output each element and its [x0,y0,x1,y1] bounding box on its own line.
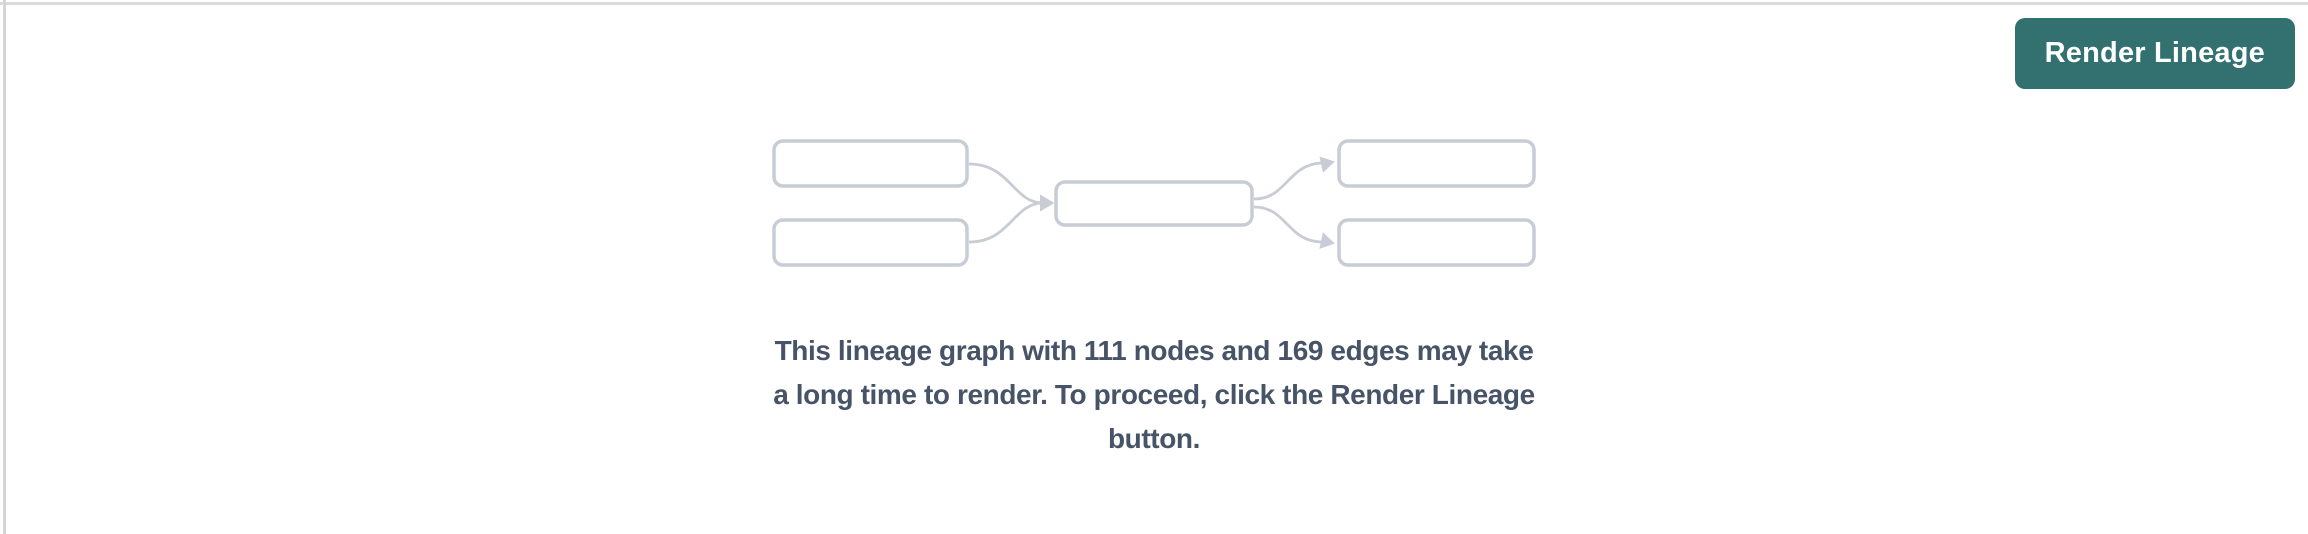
node-box-top-left [772,139,969,188]
arrowhead-left-icon [1040,194,1055,212]
render-warning-line-2: a long time to render. To proceed, click… [773,379,1535,410]
edge-bottom-left [968,201,1043,244]
render-warning-line-3: button. [1107,423,1201,454]
render-warning-line-1: This lineage graph with 111 nodes and 16… [774,335,1534,366]
node-boxes [772,139,1536,267]
render-warning-text: This lineage graph with 111 nodes and 16… [773,329,1535,461]
panel-top-border [0,2,2308,5]
node-box-bottom-right [1337,218,1536,267]
lineage-placeholder-diagram [772,139,1536,267]
arrowhead-top-right-icon [1319,156,1335,173]
panel-left-divider [3,0,6,534]
arrowheads [1040,156,1335,249]
edge-top-left [968,162,1043,205]
arrowhead-bottom-right-icon [1319,232,1335,249]
node-box-middle [1054,180,1254,227]
edge-bottom-right [1253,205,1322,244]
edge-top-right [1253,161,1322,201]
edge-arrows [968,161,1322,244]
lineage-placeholder: This lineage graph with 111 nodes and 16… [704,139,1604,461]
node-box-bottom-left [772,218,969,267]
node-box-top-right [1337,139,1536,188]
render-lineage-button[interactable]: Render Lineage [2014,18,2295,89]
